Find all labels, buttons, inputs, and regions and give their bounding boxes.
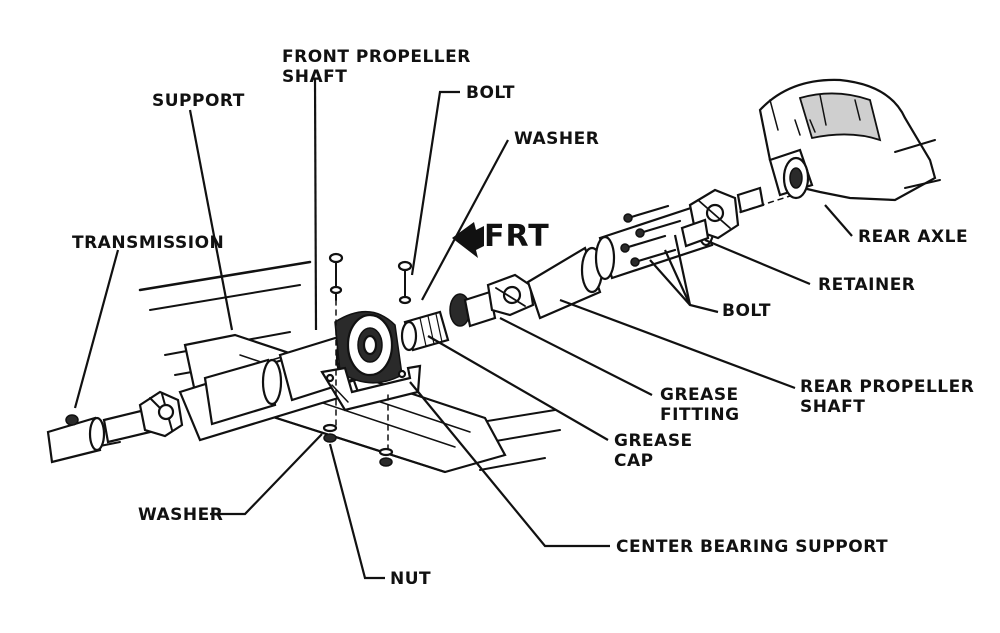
label-rear-propeller-shaft-line2: SHAFT bbox=[800, 397, 865, 417]
label-grease-fitting-line1: GREASE bbox=[660, 385, 739, 405]
retainer-straps bbox=[680, 186, 765, 248]
mount-bolts bbox=[322, 252, 413, 467]
center-bearing-support-bracket bbox=[320, 364, 422, 412]
label-front-propeller-shaft-line2: SHAFT bbox=[282, 67, 347, 87]
transmission-output bbox=[46, 408, 152, 464]
label-bolt-right: BOLT bbox=[722, 301, 771, 321]
center-bearing bbox=[334, 310, 403, 384]
labels: FRONT PROPELLER SHAFT SUPPORT BOLT WASHE… bbox=[72, 47, 974, 589]
label-rear-propeller-shaft-line1: REAR PROPELLER bbox=[800, 377, 974, 397]
label-washer-top: WASHER bbox=[514, 129, 599, 149]
label-rear-axle: REAR AXLE bbox=[858, 227, 968, 247]
spline-yoke bbox=[449, 290, 497, 328]
front-direction-arrow bbox=[452, 222, 484, 258]
rear-shaft-front-yoke bbox=[486, 273, 535, 317]
label-washer-bottom: WASHER bbox=[138, 505, 223, 525]
retainer-bolts bbox=[620, 195, 791, 267]
label-bolt-top: BOLT bbox=[466, 83, 515, 103]
label-grease-cap-line2: CAP bbox=[614, 451, 654, 471]
leader-lines bbox=[73, 77, 853, 580]
label-support: SUPPORT bbox=[152, 91, 245, 111]
label-retainer: RETAINER bbox=[818, 275, 915, 295]
label-transmission: TRANSMISSION bbox=[72, 233, 224, 253]
label-frt: FRT bbox=[484, 219, 550, 254]
front-universal-joint bbox=[138, 390, 184, 438]
label-grease-cap-line1: GREASE bbox=[614, 431, 693, 451]
label-front-propeller-shaft-line1: FRONT PROPELLER bbox=[282, 47, 471, 67]
label-center-bearing-support: CENTER BEARING SUPPORT bbox=[616, 537, 888, 557]
rear-axle-housing bbox=[758, 78, 941, 202]
label-nut: NUT bbox=[390, 569, 431, 589]
label-grease-fitting-line2: FITTING bbox=[660, 405, 740, 425]
